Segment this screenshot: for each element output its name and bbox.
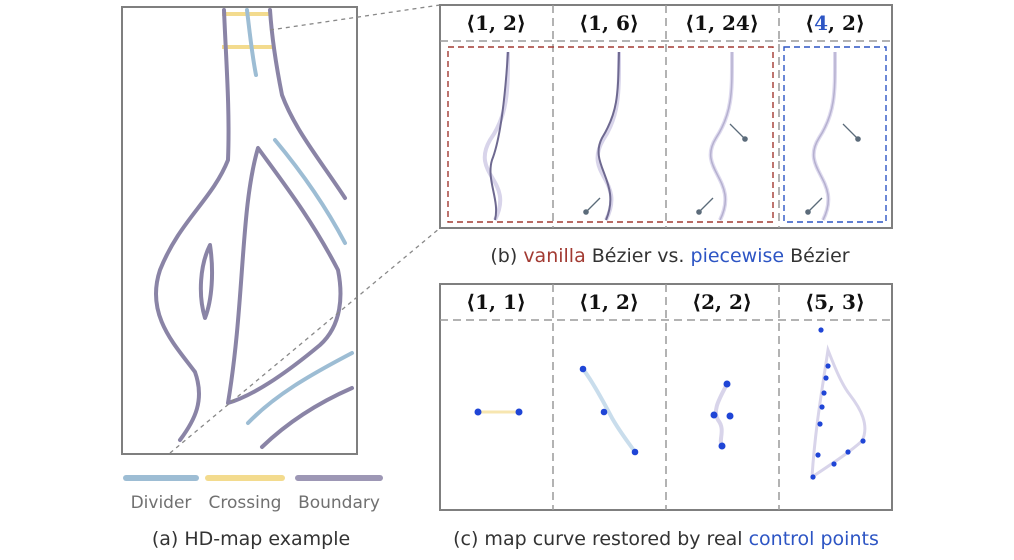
caption-c: (c) map curve restored by real control p… [453, 528, 879, 550]
header-b-1: ⟨1, 2⟩ [466, 11, 526, 35]
control-point [810, 474, 816, 480]
original-curve [482, 51, 510, 221]
header-b-4: ⟨4, 2⟩ [805, 11, 865, 35]
restored-curve-c-3 [710, 380, 734, 450]
curve-b-4 [805, 51, 861, 221]
panel-b: ⟨1, 2⟩ ⟨1, 6⟩ ⟨1, 24⟩ ⟨4, 2⟩ [439, 4, 893, 267]
restored-curve-c-4 [810, 327, 867, 480]
control-point [515, 408, 523, 416]
header-c-3: ⟨2, 2⟩ [692, 290, 752, 314]
restored-boundary [810, 344, 867, 480]
legend-divider-label: Divider [131, 493, 192, 513]
restored-curve-c-1 [474, 408, 523, 416]
control-point [579, 365, 587, 373]
control-point [710, 411, 718, 419]
control-point [821, 390, 827, 396]
restored-divider [581, 367, 637, 454]
boundary-line [260, 386, 354, 449]
control-point [817, 421, 823, 427]
divider-line [246, 351, 354, 425]
legend-boundary-label: Boundary [298, 493, 380, 513]
zoom-connector [169, 227, 441, 454]
caption-a: (a) HD-map example [152, 528, 350, 550]
control-point [474, 408, 482, 416]
control-point [723, 380, 731, 388]
curve-b-1 [482, 51, 510, 221]
divider-line [245, 8, 258, 77]
header-c-2: ⟨1, 2⟩ [579, 290, 639, 314]
vanilla-highlight-box [447, 46, 774, 223]
curve-b-2 [583, 51, 622, 221]
control-point [831, 461, 837, 467]
control-point-arrow [842, 123, 858, 139]
boundary-line [226, 146, 343, 405]
control-point [825, 363, 831, 369]
header-c-1: ⟨1, 1⟩ [466, 290, 526, 314]
curve-b-3 [696, 51, 748, 221]
legend-crossing-label: Crossing [209, 493, 282, 513]
control-point [845, 449, 851, 455]
restored-boundary [713, 383, 729, 448]
caption-b: (b) vanilla Bézier vs. piecewise Bézier [490, 245, 849, 267]
control-point [860, 438, 866, 444]
divider-line [273, 138, 347, 245]
control-point [815, 452, 821, 458]
panel-c: ⟨1, 1⟩ ⟨1, 2⟩ ⟨2, 2⟩ ⟨5, 3⟩ [439, 283, 893, 550]
control-point-arrow [808, 197, 823, 212]
control-point [819, 404, 825, 410]
boundary-line [268, 8, 347, 200]
control-point [855, 136, 861, 142]
control-point [742, 136, 748, 142]
fitted-curve [489, 51, 509, 221]
control-point-arrow [699, 197, 714, 212]
header-c-4: ⟨5, 3⟩ [805, 290, 865, 314]
boundary-line [153, 8, 231, 442]
fitted-curve [597, 51, 620, 221]
control-point-arrow [586, 197, 601, 212]
boundary-line [198, 243, 215, 320]
control-point [818, 327, 824, 333]
control-point [805, 209, 811, 215]
control-point [823, 375, 829, 381]
fitted-curve [709, 51, 733, 221]
control-point [696, 209, 702, 215]
header-b-2: ⟨1, 6⟩ [579, 11, 639, 35]
control-point-arrow [729, 123, 745, 139]
panel-a: Divider Crossing Boundary (a) HD-map exa… [121, 6, 383, 550]
control-point [718, 442, 726, 450]
restored-curve-c-2 [579, 365, 639, 456]
header-b-3: ⟨1, 24⟩ [685, 11, 759, 35]
hd-map-frame [121, 6, 358, 455]
piecewise-highlight-box [783, 46, 887, 223]
control-point [600, 408, 608, 416]
legend: Divider Crossing Boundary [123, 475, 383, 513]
fitted-curve [812, 51, 836, 221]
control-point [583, 209, 589, 215]
control-point [726, 412, 734, 420]
control-point [631, 448, 639, 456]
